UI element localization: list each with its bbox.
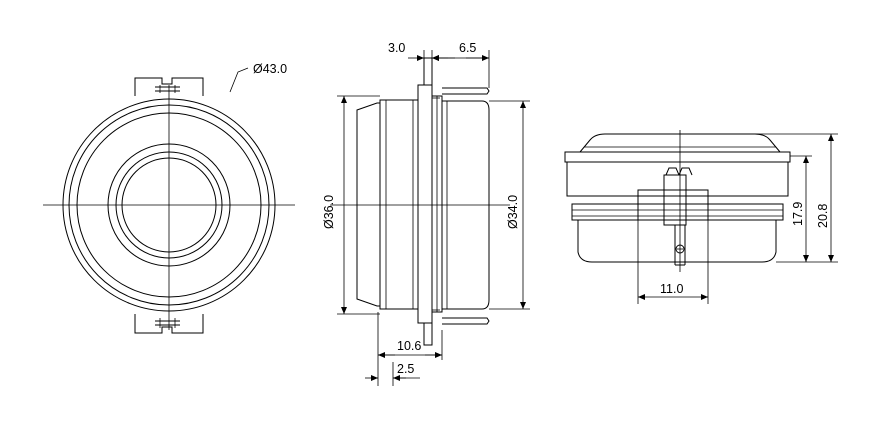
magnet-cup	[577, 220, 777, 263]
groove-band	[571, 203, 784, 221]
dim-side-right-diameter: Ø34.0	[506, 195, 520, 229]
dim-side-bottom-depth: 10.6	[397, 339, 421, 353]
top-terminal	[442, 87, 490, 95]
dim-side-top-right: 6.5	[459, 41, 476, 55]
dim-back-terminal-width: 11.0	[660, 282, 683, 296]
mounting-flange	[417, 84, 433, 324]
cone-back-cup	[356, 102, 381, 307]
dim-side-left-diameter: Ø36.0	[322, 195, 336, 229]
terminal-tip-right	[678, 167, 693, 176]
terminal-center	[663, 174, 687, 226]
frame-body	[566, 161, 789, 197]
magnet-cup	[441, 100, 490, 310]
diameter-leader	[229, 67, 249, 93]
bottom-terminal	[442, 317, 490, 325]
side-view: 3.0 6.5 Ø36.0 Ø34.0 10.6 2.5	[322, 41, 530, 386]
dim-side-bottom-small: 2.5	[397, 362, 414, 376]
dim-side-top-left: 3.0	[388, 41, 405, 55]
front-view: Ø43.0	[43, 62, 295, 334]
dim-front-outer-diameter: Ø43.0	[253, 62, 287, 76]
dim-back-inner-height: 17.9	[791, 202, 805, 226]
dim-back-total-height: 20.8	[816, 204, 830, 228]
top-mounting-lug	[134, 77, 204, 96]
bottom-lug	[423, 322, 433, 346]
bottom-mounting-lug	[134, 314, 204, 334]
terminal-tip-left	[665, 167, 680, 176]
terminal-block	[637, 189, 709, 221]
top-lug	[423, 57, 433, 86]
frame-band-top	[564, 151, 791, 163]
back-view: 11.0 17.9 20.8	[564, 130, 838, 304]
